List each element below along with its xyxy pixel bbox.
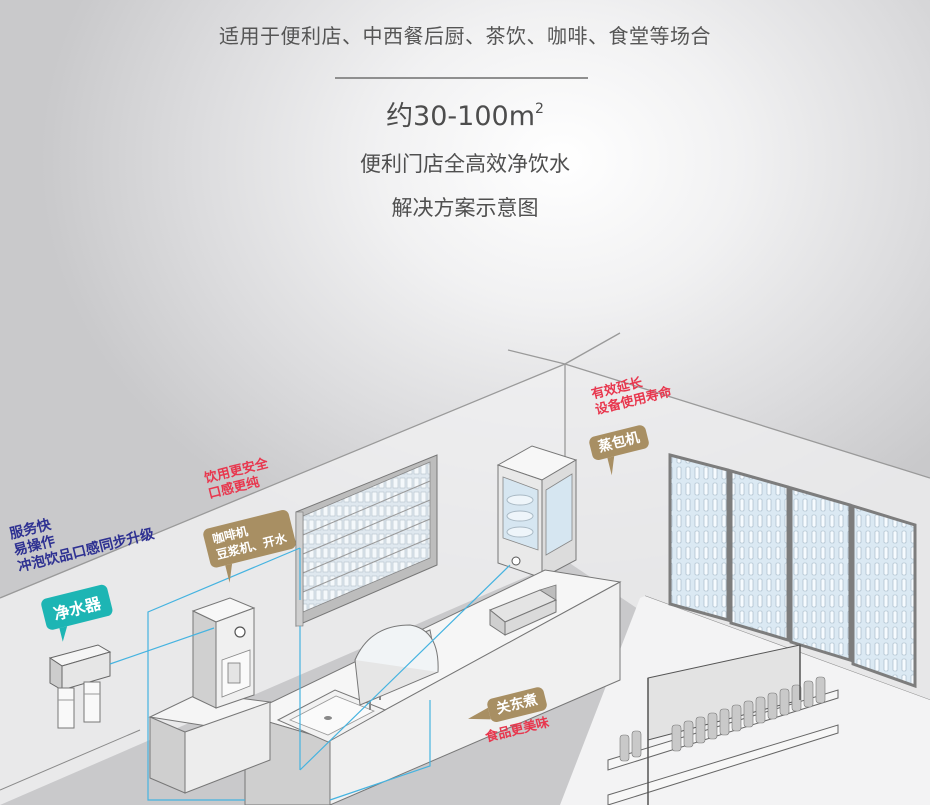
beverage-fridges	[668, 453, 917, 689]
water-pipes	[109, 547, 511, 801]
header: 适用于便利店、中西餐后厨、茶饮、咖啡、食堂等场合 约30-100m2 便利门店全…	[0, 0, 930, 240]
title-line-1: 便利门店全高效净饮水	[360, 152, 570, 176]
coffee-machine-stand	[148, 597, 272, 794]
water-purifier	[48, 644, 112, 729]
area-size-sup: 2	[535, 101, 544, 117]
subtitle: 适用于便利店、中西餐后厨、茶饮、咖啡、食堂等场合	[219, 24, 711, 48]
divider	[335, 77, 588, 79]
service-counter	[243, 569, 622, 805]
bun-steamer	[496, 445, 578, 579]
wall-display-shelf	[295, 454, 438, 627]
area-size-text: 约30-100m	[386, 101, 535, 132]
area-size: 约30-100m2	[0, 94, 930, 133]
gondola-shelf	[607, 644, 839, 805]
title-line-2: 解决方案示意图	[391, 196, 539, 220]
